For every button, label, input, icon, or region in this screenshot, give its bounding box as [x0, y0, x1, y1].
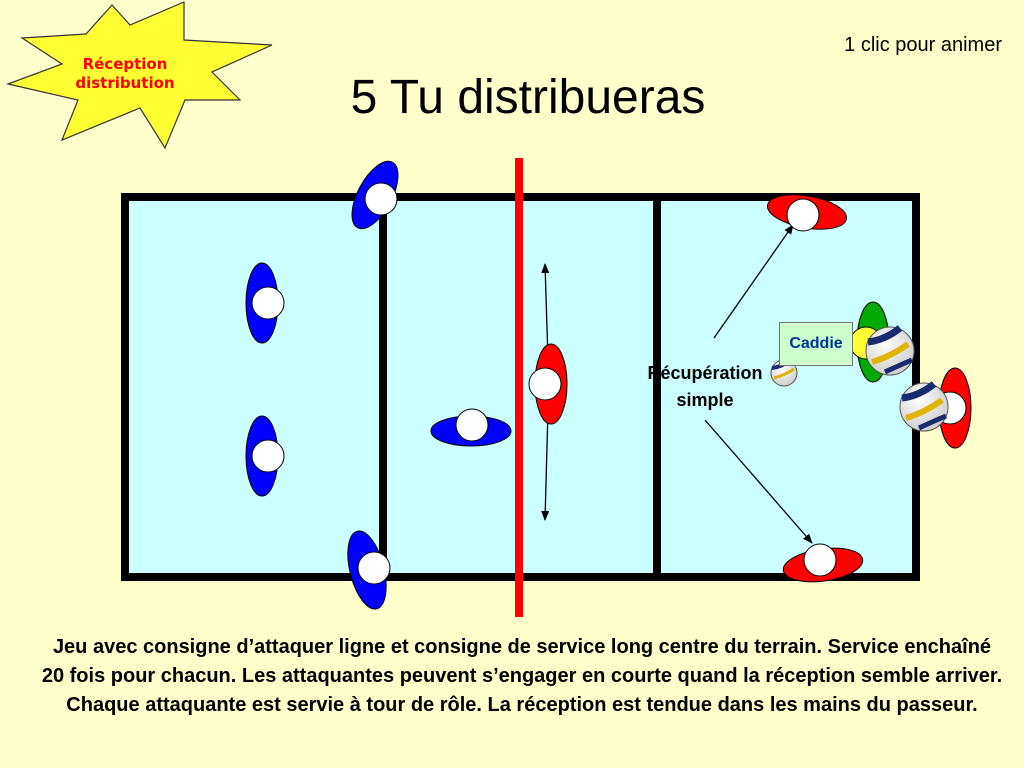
volleyball-ball [865, 325, 915, 376]
badge-line-2: distribution [75, 74, 175, 92]
blue-player [245, 415, 285, 497]
animate-hint[interactable]: 1 clic pour animer [844, 34, 1002, 56]
exercise-description: Jeu avec consigne d’attaquer ligne et co… [41, 636, 1003, 716]
reception-distribution-badge: Réception distribution [50, 55, 200, 93]
badge-line-1: Réception [82, 55, 168, 73]
red-player [782, 543, 864, 583]
caddie-label: Caddie [789, 335, 843, 352]
blue-player [351, 160, 399, 230]
starburst-badge [5, 1, 273, 150]
volleyball-ball [899, 381, 949, 432]
caddie-box: Caddie [779, 322, 853, 366]
setter-move-arrow-up [541, 263, 550, 361]
blue-player [245, 262, 285, 344]
red-player [767, 194, 847, 232]
recovery-label-line-2: simple [676, 390, 734, 410]
slide-title: 5 Tu distribueras [350, 71, 706, 124]
recovery-label-line-1: Récupération [647, 363, 763, 383]
serve-arrow-bottom [704, 419, 813, 544]
recovery-label: Récupération simple [610, 360, 800, 414]
blue-player [430, 408, 512, 447]
serve-arrow-top [713, 224, 794, 339]
blue-player [347, 530, 391, 610]
setter-move-arrow-down [541, 409, 550, 521]
red-player [528, 343, 568, 425]
